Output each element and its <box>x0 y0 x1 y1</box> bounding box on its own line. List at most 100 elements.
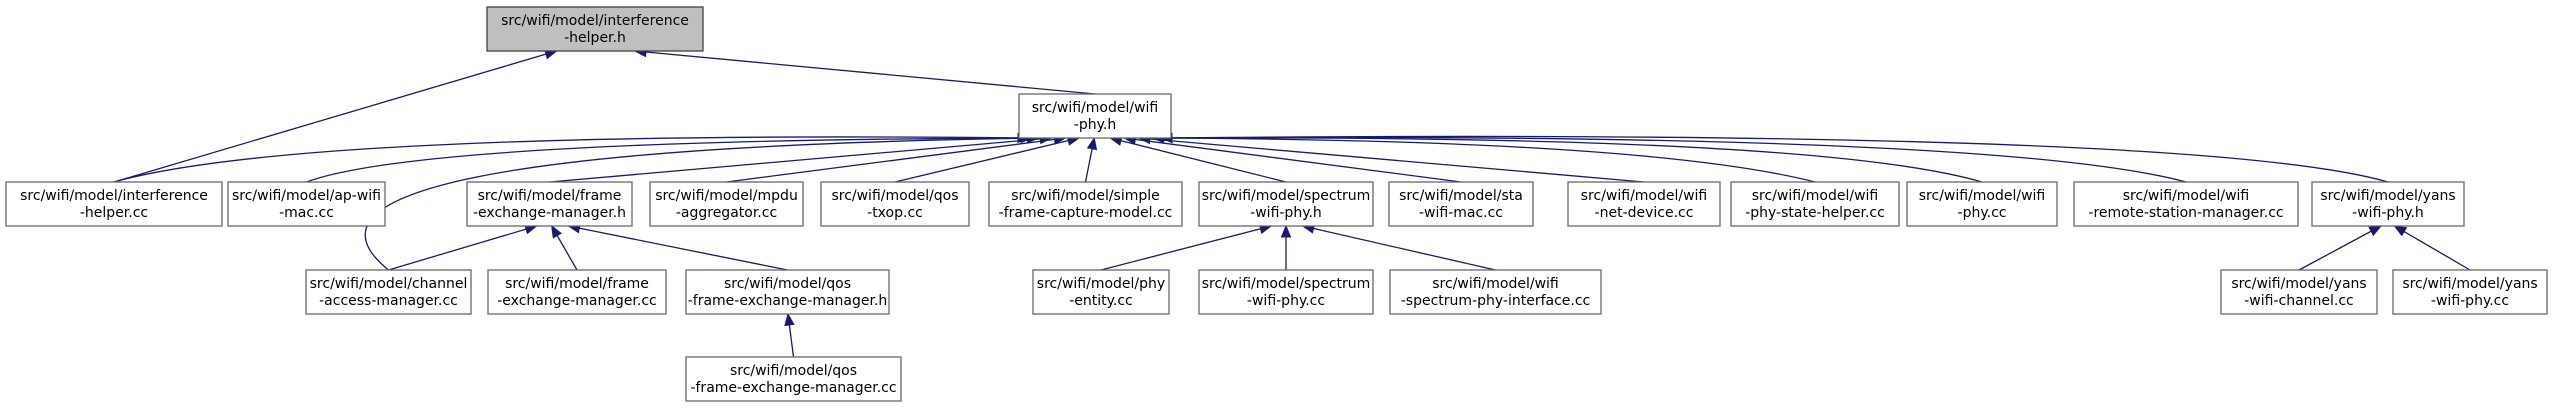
node-interference-helper-h[interactable]: src/wifi/model/interference-helper.h <box>486 6 704 52</box>
edge-wifi-phy-h-to-interference-helper-h <box>633 46 1096 95</box>
edge-wifi-spectrum-phy-interface-cc-to-spectrum-wifi-phy-h <box>1301 223 1496 271</box>
edge-line <box>726 137 1066 183</box>
edge-yans-wifi-phy-cc-to-yans-wifi-phy-h <box>2393 225 2471 271</box>
node-box[interactable] <box>1906 181 2058 227</box>
node-box[interactable] <box>1198 269 1374 315</box>
node-phy-entity-cc[interactable]: src/wifi/model/phy-entity.cc <box>1032 269 1170 315</box>
node-label-line: -helper.h <box>564 30 626 46</box>
node-label-line: -helper.cc <box>80 205 148 221</box>
node-label-line: src/wifi/model/wifi <box>2123 188 2250 204</box>
node-yans-wifi-channel-cc[interactable]: src/wifi/model/yans-wifi-channel.cc <box>2220 269 2378 315</box>
nodes-layer: src/wifi/model/interference-helper.hsrc/… <box>5 6 2548 402</box>
node-ap-wifi-mac-cc[interactable]: src/wifi/model/ap-wifi-mac.cc <box>227 181 386 227</box>
node-box[interactable] <box>305 269 472 315</box>
edge-line <box>388 225 537 271</box>
node-box[interactable] <box>1567 181 1721 227</box>
node-box[interactable] <box>1389 269 1602 315</box>
node-box[interactable] <box>1032 269 1170 315</box>
edge-line <box>634 50 1096 95</box>
node-spectrum-wifi-phy-h[interactable]: src/wifi/model/spectrum-wifi-phy.h <box>1198 181 1374 227</box>
node-label-line: -wifi-phy.cc <box>2431 293 2509 309</box>
node-box[interactable] <box>988 181 1183 227</box>
node-box[interactable] <box>1730 181 1900 227</box>
node-box[interactable] <box>685 356 902 402</box>
edge-qos-frame-exchange-manager-h-to-frame-exchange-manager-h <box>567 223 788 271</box>
node-label-line: src/wifi/model/spectrum <box>1202 276 1371 292</box>
edge-line <box>364 137 1039 271</box>
node-yans-wifi-phy-h[interactable]: src/wifi/model/yans-wifi-phy.h <box>2311 181 2465 227</box>
edge-line <box>1160 137 1983 183</box>
node-wifi-phy-cc[interactable]: src/wifi/model/wifi-phy.cc <box>1906 181 2058 227</box>
node-label-line: -exchange-manager.cc <box>497 293 657 309</box>
edge-phy-entity-cc-to-spectrum-wifi-phy-h <box>1100 223 1273 271</box>
node-label-line: src/wifi/model/ap-wifi <box>232 188 381 204</box>
node-qos-txop-cc[interactable]: src/wifi/model/qos-txop.cc <box>820 181 970 227</box>
node-spectrum-wifi-phy-cc[interactable]: src/wifi/model/spectrum-wifi-phy.cc <box>1198 269 1374 315</box>
node-label-line: -phy-state-helper.cc <box>1745 205 1885 221</box>
node-box[interactable] <box>2392 269 2548 315</box>
edge-interference-helper-cc-to-interference-helper-h <box>113 49 558 183</box>
node-label-line: src/wifi/model/mpdu <box>655 188 798 204</box>
node-label-line: src/wifi/model/interference <box>20 188 208 204</box>
node-box[interactable] <box>649 181 804 227</box>
node-box[interactable] <box>1198 181 1374 227</box>
node-label-line: -wifi-phy.h <box>1250 205 1322 221</box>
node-box[interactable] <box>1018 93 1172 139</box>
edge-line <box>1100 225 1272 271</box>
edge-line <box>113 136 1030 183</box>
node-label-line: src/wifi/model/simple <box>1011 188 1160 204</box>
edge-line <box>1110 137 1287 183</box>
node-channel-access-manager-cc[interactable]: src/wifi/model/channel-access-manager.cc <box>305 269 472 315</box>
node-label-line: -access-manager.cc <box>319 293 458 309</box>
node-wifi-phy-state-helper-cc[interactable]: src/wifi/model/wifi-phy-state-helper.cc <box>1730 181 1900 227</box>
node-box[interactable] <box>227 181 386 227</box>
node-label-line: src/wifi/model/yans <box>2231 276 2366 292</box>
node-label-line: -remote-station-manager.cc <box>2088 205 2283 221</box>
node-box[interactable] <box>5 181 223 227</box>
node-frame-exchange-manager-cc[interactable]: src/wifi/model/frame-exchange-manager.cc <box>487 269 667 315</box>
edge-line <box>894 137 1080 183</box>
arrow-head-icon <box>551 224 562 239</box>
node-label-line: src/wifi/model/wifi <box>1919 188 2046 204</box>
node-label-line: src/wifi/model/wifi <box>1752 188 1879 204</box>
node-label-line: -wifi-channel.cc <box>2244 293 2354 309</box>
edge-frame-exchange-manager-cc-to-frame-exchange-manager-h <box>551 224 578 271</box>
node-qos-frame-exchange-manager-h[interactable]: src/wifi/model/qos-frame-exchange-manage… <box>685 269 890 315</box>
edge-mpdu-aggregator-cc-to-wifi-phy-h <box>726 134 1067 183</box>
node-label-line: -phy.cc <box>1958 205 2007 221</box>
edge-line <box>1160 135 2389 183</box>
edge-line <box>568 225 788 271</box>
node-frame-exchange-manager-h[interactable]: src/wifi/model/frame-exchange-manager.h <box>466 181 633 227</box>
node-label-line: -wifi-phy.h <box>2352 205 2424 221</box>
node-wifi-net-device-cc[interactable]: src/wifi/model/wifi-net-device.cc <box>1567 181 1721 227</box>
node-yans-wifi-phy-cc[interactable]: src/wifi/model/yans-wifi-phy.cc <box>2392 269 2548 315</box>
node-simple-frame-capture-model-cc[interactable]: src/wifi/model/simple-frame-capture-mode… <box>988 181 1183 227</box>
node-interference-helper-cc[interactable]: src/wifi/model/interference-helper.cc <box>5 181 223 227</box>
edge-line <box>1160 136 2187 183</box>
node-box[interactable] <box>2073 181 2299 227</box>
node-box[interactable] <box>2311 181 2465 227</box>
node-box[interactable] <box>466 181 633 227</box>
edge-qos-frame-exchange-manager-cc-to-qos-frame-exchange-manager-h <box>784 312 795 358</box>
node-qos-frame-exchange-manager-cc[interactable]: src/wifi/model/qos-frame-exchange-manage… <box>685 356 902 402</box>
edge-frame-exchange-manager-h-to-wifi-phy-h <box>549 133 1053 183</box>
node-sta-wifi-mac-cc[interactable]: src/wifi/model/sta-wifi-mac.cc <box>1388 181 1534 227</box>
node-label-line: src/wifi/model/frame <box>505 276 649 292</box>
node-label-line: -mac.cc <box>279 205 334 221</box>
node-label-line: src/wifi/model/channel <box>310 276 468 292</box>
node-box[interactable] <box>820 181 970 227</box>
node-wifi-spectrum-phy-interface-cc[interactable]: src/wifi/model/wifi-spectrum-phy-interfa… <box>1389 269 1602 315</box>
node-box[interactable] <box>486 6 704 52</box>
edge-line <box>549 137 1052 183</box>
node-box[interactable] <box>1388 181 1534 227</box>
node-box[interactable] <box>685 269 890 315</box>
node-label-line: -frame-capture-model.cc <box>999 205 1173 221</box>
node-box[interactable] <box>2220 269 2378 315</box>
node-wifi-remote-station-manager-cc[interactable]: src/wifi/model/wifi-remote-station-manag… <box>2073 181 2299 227</box>
node-wifi-phy-h[interactable]: src/wifi/model/wifi-phy.h <box>1018 93 1172 139</box>
node-label-line: -wifi-phy.cc <box>1247 293 1325 309</box>
node-box[interactable] <box>487 269 667 315</box>
node-label-line: -txop.cc <box>867 205 923 221</box>
node-label-line: -wifi-mac.cc <box>1419 205 1503 221</box>
node-mpdu-aggregator-cc[interactable]: src/wifi/model/mpdu-aggregator.cc <box>649 181 804 227</box>
